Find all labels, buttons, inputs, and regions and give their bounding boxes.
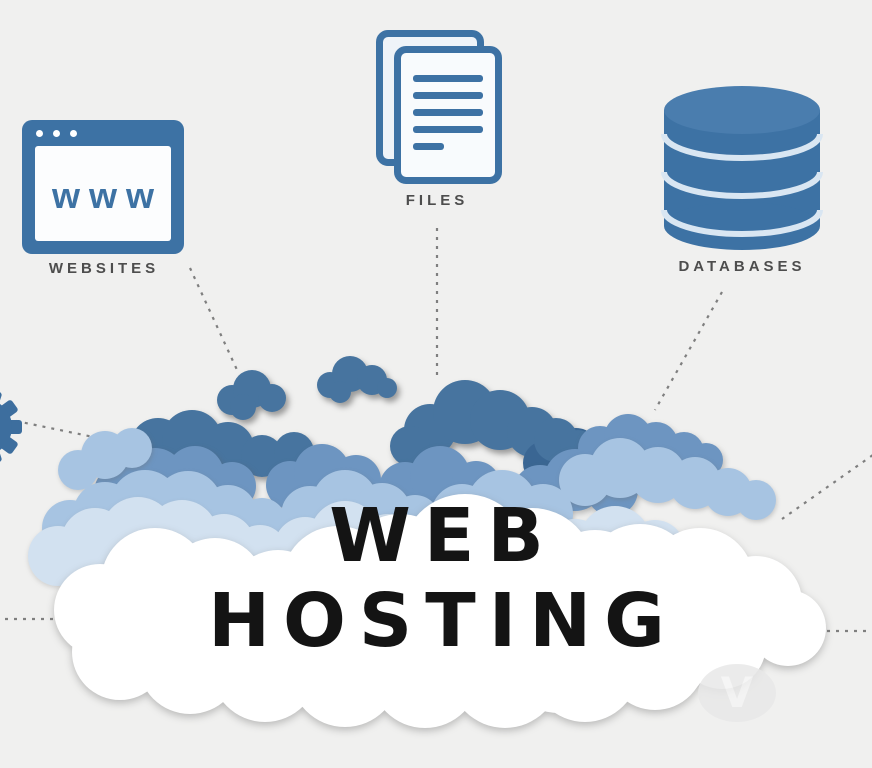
file-text-line xyxy=(413,109,483,116)
www-text: www xyxy=(51,174,163,216)
database-icon xyxy=(661,86,823,250)
websites-label: WEBSITES xyxy=(48,260,160,277)
headline-line1: WEB xyxy=(329,493,557,579)
browser-dot-icon xyxy=(53,129,60,137)
gear-icon xyxy=(0,389,22,465)
connector-right-top xyxy=(781,454,872,520)
file-text-line xyxy=(413,143,444,150)
browser-viewport: www xyxy=(35,146,171,241)
headline: WEB HOSTING xyxy=(140,494,746,664)
watermark-logo: V xyxy=(698,664,776,722)
browser-dot-icon xyxy=(70,129,77,137)
watermark-letter: V xyxy=(720,668,754,717)
file-text-line xyxy=(413,92,483,99)
databases-label: DATABASES xyxy=(678,258,806,275)
files-icon xyxy=(394,46,502,184)
files-label: FILES xyxy=(405,192,469,209)
browser-window-icon: www xyxy=(22,120,184,254)
file-text-line xyxy=(413,126,483,133)
browser-dot-icon xyxy=(36,129,43,137)
clouds-white-layer xyxy=(54,494,826,728)
connector-lines xyxy=(0,228,872,633)
connector-databases xyxy=(654,291,723,411)
file-text-line xyxy=(413,75,483,82)
connector-gear xyxy=(15,419,143,449)
connector-websites xyxy=(189,267,239,373)
browser-titlebar xyxy=(22,120,184,146)
headline-line2: HOSTING xyxy=(208,578,678,664)
